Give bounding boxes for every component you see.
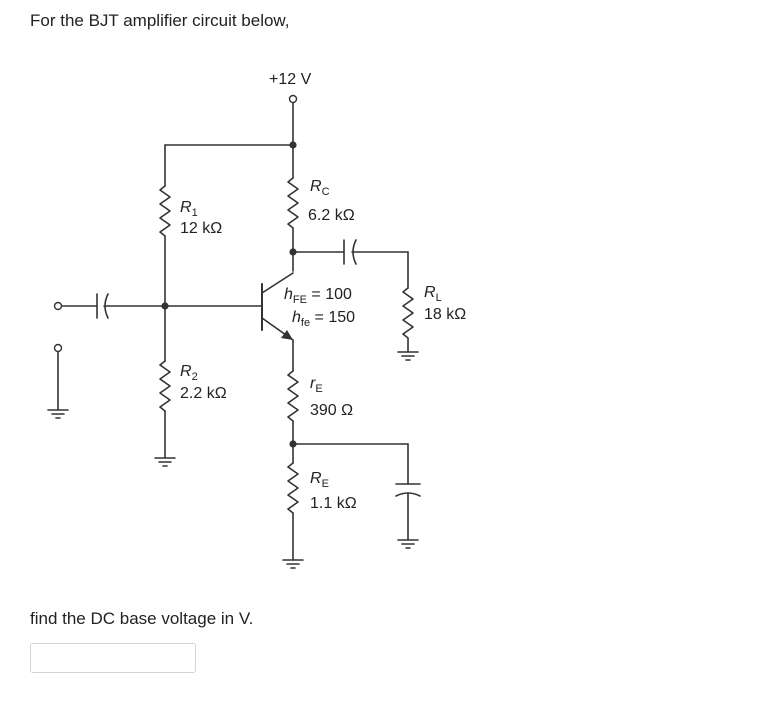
- supply-label: +12 V: [269, 71, 312, 88]
- resistor-re: [287, 462, 299, 514]
- re-small-label: rE: [310, 375, 323, 395]
- bjt-emitter-arrow: [281, 330, 293, 340]
- rl-label: RL: [424, 284, 442, 304]
- answer-input[interactable]: [30, 643, 196, 673]
- r2-value: 2.2 kΩ: [180, 385, 227, 402]
- bjt-amplifier-schematic: +12 V R1 12 kΩ R2 2.2 kΩ RC 6.2 kΩ hFE =…: [47, 71, 466, 569]
- input-terminal: [53, 301, 63, 311]
- bjt-collector: [261, 272, 294, 294]
- re-small-value: 390 Ω: [310, 402, 353, 419]
- re-label: RE: [310, 470, 329, 490]
- hfe-ac-label: hfe = 150: [292, 309, 355, 329]
- resistor-r2: [159, 360, 171, 412]
- re-value: 1.1 kΩ: [310, 495, 357, 512]
- question-text: For the BJT amplifier circuit below,: [30, 11, 290, 30]
- r1-label: R1: [180, 199, 198, 219]
- resistor-rl: [402, 287, 414, 339]
- resistor-re-small: [287, 370, 299, 422]
- r1-value: 12 kΩ: [180, 220, 222, 237]
- rc-label: RC: [310, 178, 330, 198]
- junction-dot: [161, 302, 169, 310]
- ground-terminal: [53, 343, 63, 353]
- question-prompt: find the DC base voltage in V.: [30, 609, 254, 628]
- resistor-rc: [287, 177, 299, 229]
- supply-terminal: [288, 94, 298, 104]
- r2-label: R2: [180, 363, 198, 383]
- rc-value: 6.2 kΩ: [308, 207, 355, 224]
- rl-value: 18 kΩ: [424, 306, 466, 323]
- resistor-r1: [159, 185, 171, 237]
- junction-dot: [289, 141, 297, 149]
- hfe-dc-label: hFE = 100: [284, 286, 352, 306]
